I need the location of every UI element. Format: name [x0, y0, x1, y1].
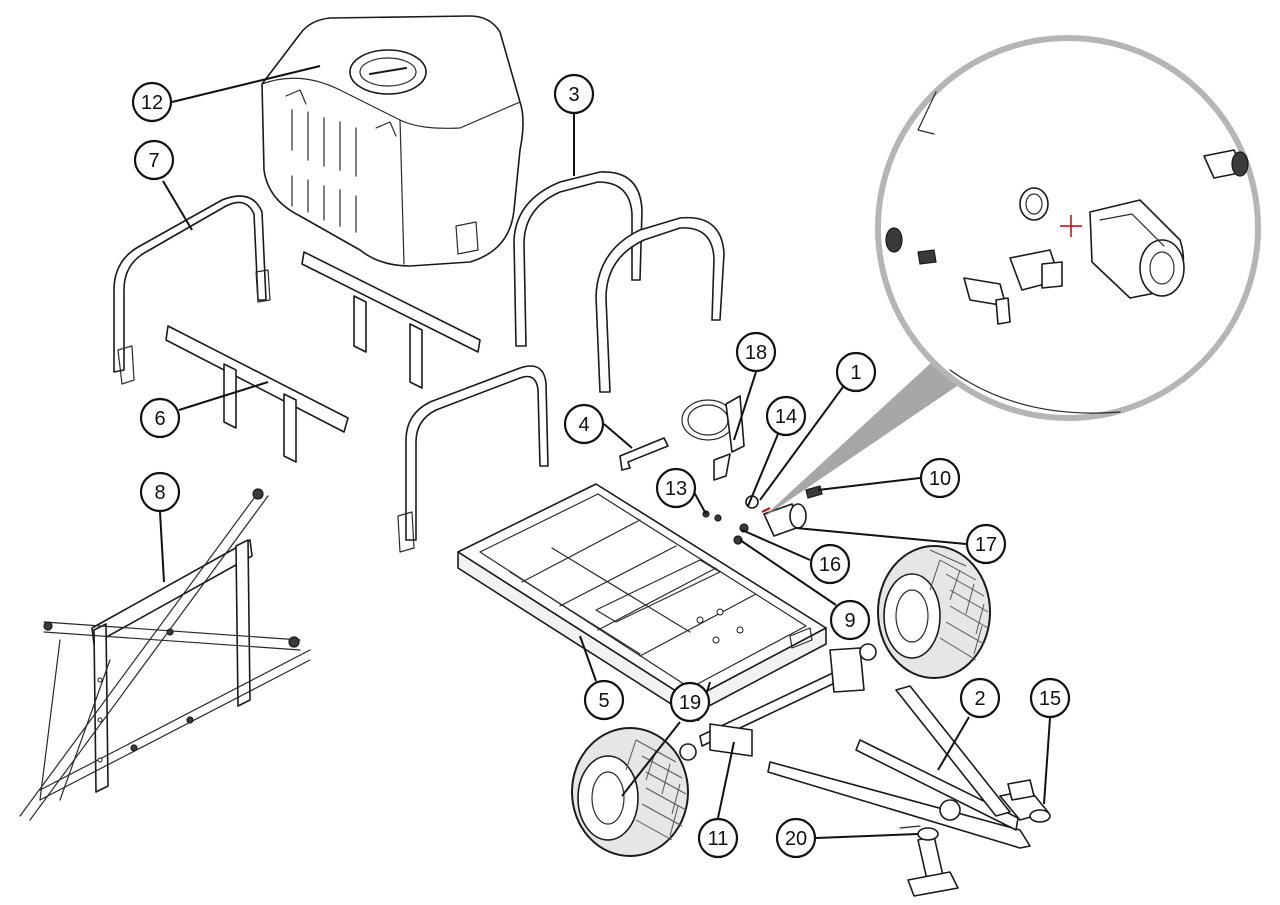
callout-circle — [735, 331, 777, 373]
pump — [761, 503, 807, 537]
hitch-coupler — [999, 779, 1051, 823]
callout-circle — [583, 679, 625, 721]
callout-number: 13 — [665, 478, 687, 500]
callout-number: 18 — [745, 342, 767, 364]
boom-mount-bracket — [165, 325, 349, 463]
callout-number: 8 — [154, 482, 165, 504]
axle — [679, 643, 877, 761]
callout-18: 18 — [735, 331, 777, 373]
callout-circle — [919, 457, 961, 499]
jack-stand — [899, 825, 959, 897]
callout-19: 19 — [669, 681, 711, 723]
callout-number: 14 — [775, 406, 797, 428]
boom — [19, 488, 311, 821]
callout-circle — [829, 599, 871, 641]
callout-number: 12 — [141, 92, 163, 114]
tongue — [767, 685, 1031, 849]
callout-number: 7 — [148, 150, 159, 172]
detail-magnifier-icon — [760, 35, 1261, 520]
tank-strap — [513, 171, 725, 393]
wheel-left — [571, 727, 689, 857]
callout-circle — [959, 677, 1001, 719]
callout-12: 12 — [131, 81, 173, 123]
callout-number: 9 — [844, 610, 855, 632]
callout-2: 2 — [959, 677, 1001, 719]
callout-1: 1 — [835, 351, 877, 393]
callout-circle — [139, 471, 181, 513]
callout-circle — [965, 523, 1007, 565]
callout-3: 3 — [553, 73, 595, 115]
callout-5: 5 — [583, 679, 625, 721]
callout-circle — [655, 467, 697, 509]
bracket — [619, 437, 669, 471]
callout-16: 16 — [809, 543, 851, 585]
callout-number: 3 — [568, 84, 579, 106]
callout-circle — [139, 397, 181, 439]
callout-circle — [835, 351, 877, 393]
callout-13: 13 — [655, 467, 697, 509]
callout-15: 15 — [1029, 677, 1071, 719]
hose-reel-valve — [681, 395, 745, 481]
callout-circle — [697, 817, 739, 859]
callout-number: 2 — [974, 688, 985, 710]
callout-number: 10 — [929, 468, 951, 490]
roll-bar — [113, 195, 271, 385]
callout-layer: 12 3 7 6 18 1 14 4 13 10 8 17 16 9 5 2 15 19 11 20 — [131, 73, 1071, 859]
callout-circle — [765, 395, 807, 437]
boom-mount-bracket-rear — [301, 251, 481, 389]
callout-circle — [1029, 677, 1071, 719]
callout-circle — [775, 817, 817, 859]
callout-4: 4 — [563, 403, 605, 445]
callout-circle — [133, 139, 175, 181]
callout-10: 10 — [919, 457, 961, 499]
callout-7: 7 — [133, 139, 175, 181]
callout-circle — [669, 681, 711, 723]
frame — [457, 483, 827, 717]
callout-6: 6 — [139, 397, 181, 439]
callout-circle — [553, 73, 595, 115]
callout-14: 14 — [765, 395, 807, 437]
callout-number: 19 — [679, 692, 701, 714]
callout-number: 4 — [578, 414, 589, 436]
callout-number: 11 — [708, 828, 729, 850]
callout-number: 1 — [850, 362, 861, 384]
callout-11: 11 — [697, 817, 739, 859]
tank — [261, 15, 524, 267]
callout-circle — [131, 81, 173, 123]
callout-circle — [563, 403, 605, 445]
wheel-right — [877, 545, 991, 679]
callout-17: 17 — [965, 523, 1007, 565]
callout-circle — [809, 543, 851, 585]
callout-8: 8 — [139, 471, 181, 513]
roll-bar-front — [397, 365, 549, 553]
callout-number: 16 — [819, 554, 841, 576]
callout-number: 17 — [975, 534, 997, 556]
callout-number: 20 — [785, 828, 807, 850]
callout-9: 9 — [829, 599, 871, 641]
callout-20: 20 — [775, 817, 817, 859]
callout-number: 5 — [598, 690, 609, 712]
callout-number: 15 — [1039, 688, 1061, 710]
callout-number: 6 — [154, 408, 165, 430]
